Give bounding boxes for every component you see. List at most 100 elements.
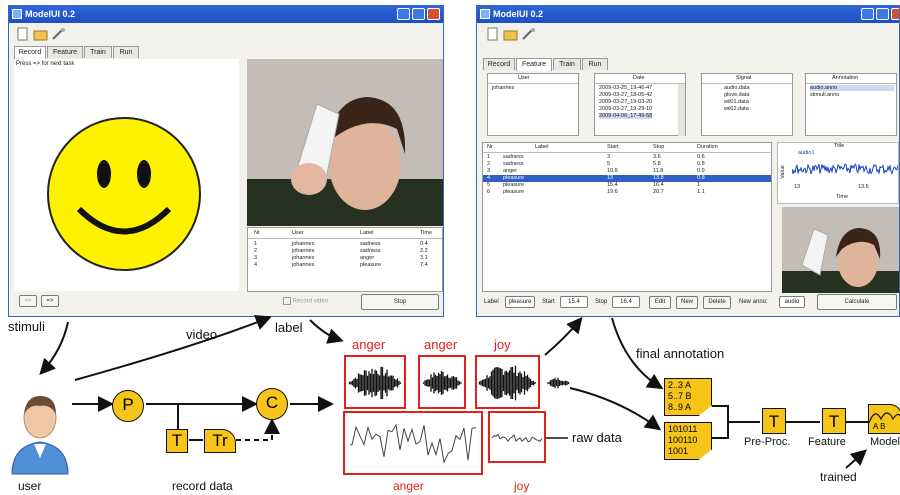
label-trained: trained bbox=[820, 470, 857, 484]
new-file-icon[interactable] bbox=[485, 27, 501, 41]
table-cell: 3.6 bbox=[653, 154, 661, 160]
close-icon[interactable] bbox=[427, 8, 440, 20]
feature-waveform-joy bbox=[491, 433, 543, 443]
list-divider bbox=[488, 83, 578, 84]
segment-label-joy-bottom: joy bbox=[514, 479, 530, 493]
tab-run[interactable]: Run bbox=[113, 46, 139, 58]
tab-train[interactable]: Train bbox=[84, 46, 112, 58]
selected-row-highlight[interactable] bbox=[483, 175, 771, 182]
stop-input[interactable]: 16.4 bbox=[612, 296, 640, 308]
list-item-date: 2009-03-27_19-29-10 bbox=[599, 106, 653, 112]
date-scrollbar[interactable] bbox=[678, 84, 685, 136]
segment-box-joy-1 bbox=[475, 355, 540, 409]
back-button[interactable]: <= bbox=[19, 295, 37, 307]
model-node: A B bbox=[868, 404, 900, 434]
segment-box-joy-features bbox=[488, 411, 546, 463]
annotation-list-header: Annotation bbox=[832, 75, 859, 81]
table-header-label: Label bbox=[360, 230, 374, 236]
table-cell: 0.4 bbox=[420, 241, 428, 247]
signal-list-header: Signal bbox=[736, 75, 752, 81]
plot-tick-2: 13.5 bbox=[858, 184, 869, 190]
user-list[interactable]: User johannes bbox=[487, 73, 579, 136]
table-header-user: User bbox=[292, 230, 304, 236]
stop-button[interactable]: Stop bbox=[361, 294, 439, 310]
record-video-checkbox[interactable]: Record video bbox=[283, 297, 328, 305]
feature-waveform-anger bbox=[349, 423, 477, 464]
node-t-preproc: T bbox=[762, 408, 786, 434]
tools-icon[interactable] bbox=[51, 27, 67, 41]
next-button[interactable]: => bbox=[41, 295, 59, 307]
tab-run[interactable]: Run bbox=[582, 58, 608, 70]
table-cell: johannes bbox=[292, 255, 315, 261]
table-cell: 6 bbox=[487, 189, 491, 195]
stimulus-panel: Press => for next task bbox=[14, 59, 239, 291]
table-cell: 15.4 bbox=[607, 182, 618, 188]
anno-line-1: 2..3 A bbox=[668, 380, 692, 390]
open-folder-icon[interactable] bbox=[503, 27, 519, 41]
minimize-icon[interactable] bbox=[861, 8, 874, 20]
checkbox-box[interactable] bbox=[283, 297, 291, 305]
start-input[interactable]: 15.4 bbox=[560, 296, 588, 308]
seg-header-nr: Nr bbox=[487, 144, 493, 150]
app-icon bbox=[12, 9, 22, 19]
raw-data-document: 101011 100110 1001 bbox=[664, 422, 712, 460]
table-cell: sadness bbox=[503, 154, 524, 160]
table-cell: anger bbox=[503, 168, 518, 174]
close-icon[interactable] bbox=[891, 8, 899, 20]
minimize-icon[interactable] bbox=[397, 8, 410, 20]
table-cell: 19.6 bbox=[607, 189, 618, 195]
arrow-label bbox=[309, 319, 344, 344]
left-app-window: ModelUI 0.2 Record Feature Train Run Pre… bbox=[8, 5, 444, 317]
tab-train[interactable]: Train bbox=[553, 58, 581, 70]
calculate-button[interactable]: Calculate bbox=[817, 294, 897, 310]
table-cell: johannes bbox=[292, 241, 315, 247]
table-cell: johannes bbox=[292, 262, 315, 268]
plot-title: Title bbox=[834, 143, 845, 149]
table-cell: 2.2 bbox=[420, 248, 428, 254]
binary-line-2: 100110 bbox=[668, 435, 698, 445]
list-item-annotation: audio.anno bbox=[810, 85, 894, 91]
new-file-icon[interactable] bbox=[15, 27, 31, 41]
segment-box-anger-1 bbox=[344, 355, 406, 409]
table-cell: 3.1 bbox=[420, 255, 428, 261]
list-item-signal: audio.data bbox=[724, 85, 750, 91]
label-input[interactable]: pleasure bbox=[505, 296, 535, 308]
binary-line-3: 1001 bbox=[668, 446, 689, 456]
maximize-icon[interactable] bbox=[876, 8, 889, 20]
table-cell: 3 bbox=[254, 255, 258, 261]
delete-button[interactable]: Delete bbox=[703, 296, 731, 309]
tools-icon[interactable] bbox=[521, 27, 537, 41]
open-folder-icon[interactable] bbox=[33, 27, 49, 41]
table-cell: 13.8 bbox=[653, 175, 664, 181]
table-cell: anger bbox=[360, 255, 375, 261]
webcam-video bbox=[247, 59, 443, 226]
label-preproc: Pre-Proc. bbox=[744, 436, 791, 448]
plot-tick-1: 13 bbox=[794, 184, 801, 190]
label-field-label: Label bbox=[484, 299, 499, 305]
label-feature: Feature bbox=[808, 436, 846, 448]
new-button[interactable]: New bbox=[676, 296, 698, 309]
table-cell: 16.4 bbox=[653, 182, 664, 188]
list-item-user[interactable]: johannes bbox=[492, 85, 515, 91]
node-t-record: T bbox=[166, 429, 188, 453]
node-tr: Tr bbox=[204, 429, 236, 453]
new-anno-input[interactable]: audio bbox=[779, 296, 805, 308]
arrow-final-annotation bbox=[611, 317, 664, 390]
annotation-document: 2..3 A 5..7 B 8..9 A bbox=[664, 378, 712, 416]
tab-record[interactable]: Record bbox=[483, 58, 515, 70]
label-final-annotation: final annotation bbox=[636, 346, 725, 361]
table-cell: 10.9 bbox=[607, 168, 618, 174]
maximize-icon[interactable] bbox=[412, 8, 425, 20]
tab-feature[interactable]: Feature bbox=[516, 58, 552, 71]
edit-button[interactable]: Edit bbox=[649, 296, 671, 309]
tab-record[interactable]: Record bbox=[14, 46, 46, 59]
tab-feature[interactable]: Feature bbox=[47, 46, 83, 58]
arrow-video bbox=[74, 314, 272, 381]
plot-legend: audio1 bbox=[798, 150, 815, 156]
segment-box-anger-features bbox=[343, 411, 483, 475]
